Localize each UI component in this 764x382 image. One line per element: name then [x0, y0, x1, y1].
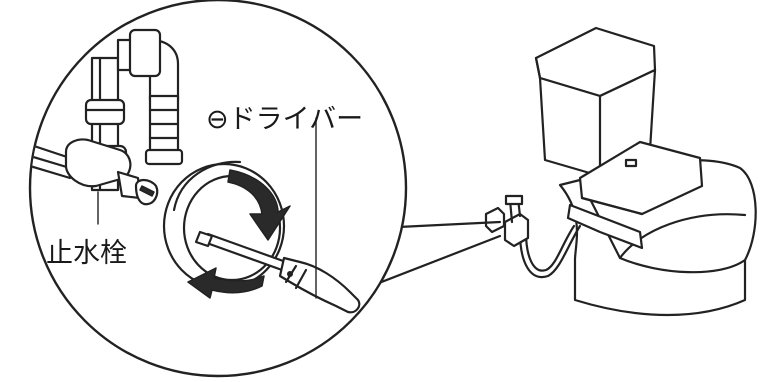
- screwdriver-label: ⊖ドライバー: [206, 104, 363, 135]
- toilet-illustration: [486, 28, 756, 315]
- zoom-circle: [10, 0, 406, 376]
- stop-valve-label: 止水栓: [46, 238, 127, 269]
